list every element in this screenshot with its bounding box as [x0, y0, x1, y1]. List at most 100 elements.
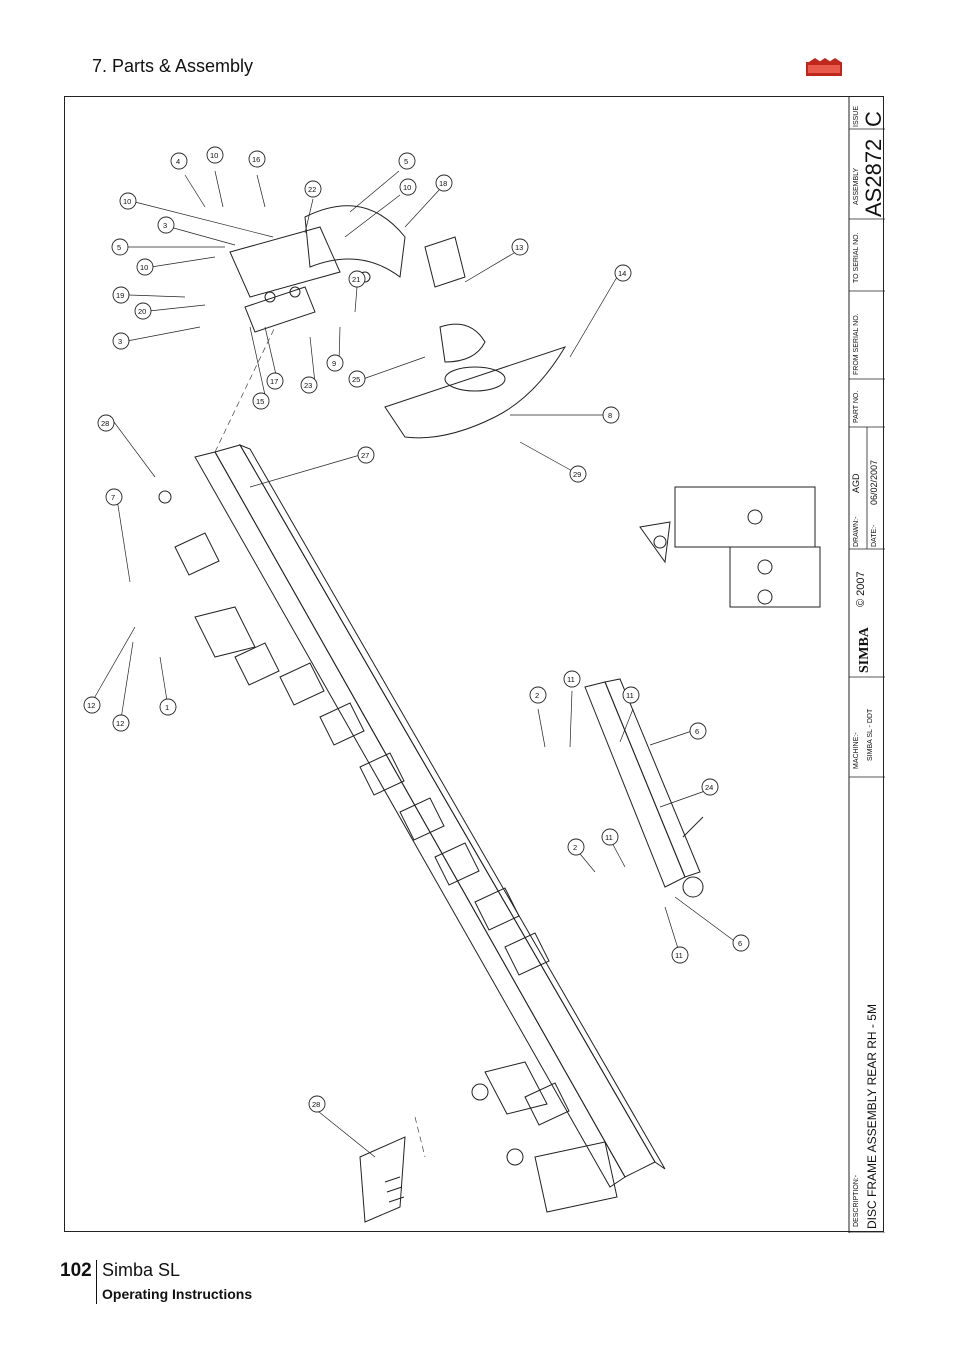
- from-serial-label: FROM SERIAL NO.: [853, 313, 860, 375]
- leader-lines: [91, 170, 738, 1158]
- svg-text:10: 10: [123, 197, 131, 206]
- svg-text:12: 12: [116, 719, 124, 728]
- balloon: 3: [112, 332, 130, 350]
- balloon: 3: [157, 216, 175, 234]
- balloon: 4: [170, 152, 188, 170]
- balloon: 11: [601, 828, 619, 846]
- balloon: 12: [83, 696, 101, 714]
- balloon: 11: [622, 686, 640, 704]
- svg-text:12: 12: [87, 701, 95, 710]
- section-title: 7. Parts & Assembly: [92, 56, 254, 76]
- inset-detail: [639, 486, 821, 608]
- svg-text:21: 21: [352, 275, 360, 284]
- svg-text:4: 4: [176, 157, 180, 166]
- svg-text:3: 3: [118, 337, 122, 346]
- balloon: 10: [399, 178, 417, 196]
- svg-text:7: 7: [111, 493, 115, 502]
- description-value: DISC FRAME ASSEMBLY REAR RH - 5M: [865, 1004, 879, 1229]
- balloon: 10: [206, 146, 224, 164]
- svg-text:15: 15: [256, 397, 264, 406]
- copyright: © 2007: [855, 571, 867, 607]
- date-label: DATE:-: [871, 524, 878, 547]
- svg-text:22: 22: [308, 185, 316, 194]
- machine-label: MACHINE:-: [853, 732, 860, 769]
- svg-text:5: 5: [117, 243, 121, 252]
- balloon: 5: [111, 238, 129, 256]
- balloon: 15: [252, 392, 270, 410]
- part-no-label: PART NO.: [853, 390, 860, 423]
- date-value: 06/02/2007: [869, 459, 879, 505]
- machine-value: SIMBA SL - DDT: [867, 708, 874, 761]
- balloon: 28: [308, 1095, 326, 1113]
- svg-text:18: 18: [439, 179, 447, 188]
- balloon: 5: [398, 152, 416, 170]
- simba-logo: [806, 58, 842, 76]
- balloon: 28: [97, 414, 115, 432]
- description-label: DESCRIPTION:-: [853, 1174, 860, 1227]
- balloon: 20: [134, 302, 152, 320]
- balloon: 6: [732, 934, 750, 952]
- balloon: 11: [671, 946, 689, 964]
- svg-text:20: 20: [138, 307, 146, 316]
- issue-value: C: [861, 111, 886, 127]
- svg-text:6: 6: [738, 939, 742, 948]
- balloon: 29: [569, 465, 587, 483]
- footer-divider: [96, 1260, 97, 1304]
- assembly-label: ASSEMBLY: [853, 167, 860, 205]
- assembly-number: AS2872: [861, 138, 886, 217]
- balloon: 18: [435, 174, 453, 192]
- drawn-value: AGD: [851, 473, 861, 493]
- svg-text:16: 16: [252, 155, 260, 164]
- svg-text:17: 17: [270, 377, 278, 386]
- balloon: 2: [567, 838, 585, 856]
- part-balloons: 4 10 16 22 5 10 18 10 3 5 10 19 20 3 21 …: [83, 146, 750, 1113]
- balloon: 2: [529, 686, 547, 704]
- side-rail: [584, 678, 704, 898]
- svg-text:5: 5: [404, 157, 408, 166]
- svg-text:11: 11: [605, 833, 613, 842]
- svg-text:10: 10: [403, 183, 411, 192]
- balloon: 17: [266, 372, 284, 390]
- svg-text:10: 10: [210, 151, 218, 160]
- balloon: 13: [511, 238, 529, 256]
- balloon: 14: [614, 264, 632, 282]
- footer-product: Simba SL: [102, 1260, 181, 1280]
- title-block-brand: SIMBA: [857, 627, 872, 673]
- balloon: 24: [701, 778, 719, 796]
- balloon: 8: [602, 406, 620, 424]
- svg-text:24: 24: [705, 783, 713, 792]
- balloon: 12: [112, 714, 130, 732]
- to-serial-label: TO SERIAL NO.: [853, 232, 860, 283]
- drawn-label: DRAWN:-: [853, 516, 860, 547]
- svg-text:1: 1: [165, 703, 169, 712]
- balloon: 1: [159, 698, 177, 716]
- balloon: 19: [112, 286, 130, 304]
- lower-plate: [359, 1136, 406, 1223]
- balloon: 27: [357, 446, 375, 464]
- svg-text:8: 8: [608, 411, 612, 420]
- balloon: 7: [105, 488, 123, 506]
- svg-text:25: 25: [352, 375, 360, 384]
- svg-text:27: 27: [361, 451, 369, 460]
- balloon: 16: [248, 150, 266, 168]
- svg-text:13: 13: [515, 243, 523, 252]
- balloon: 10: [136, 258, 154, 276]
- svg-text:14: 14: [618, 269, 626, 278]
- balloon: 9: [326, 354, 344, 372]
- balloon: 6: [689, 722, 707, 740]
- drawing-frame: 4 10 16 22 5 10 18 10 3 5 10 19 20 3 21 …: [64, 96, 886, 1233]
- svg-text:11: 11: [567, 675, 575, 684]
- svg-text:11: 11: [626, 691, 634, 700]
- balloon: 23: [300, 376, 318, 394]
- balloon: 22: [304, 180, 322, 198]
- svg-text:6: 6: [695, 727, 699, 736]
- svg-text:10: 10: [140, 263, 148, 272]
- svg-text:3: 3: [163, 221, 167, 230]
- svg-text:19: 19: [116, 291, 124, 300]
- svg-text:2: 2: [573, 843, 577, 852]
- balloon: 25: [348, 370, 366, 388]
- svg-text:28: 28: [101, 419, 109, 428]
- frame-beam: [158, 443, 666, 1213]
- balloon: 10: [119, 192, 137, 210]
- svg-text:9: 9: [332, 359, 336, 368]
